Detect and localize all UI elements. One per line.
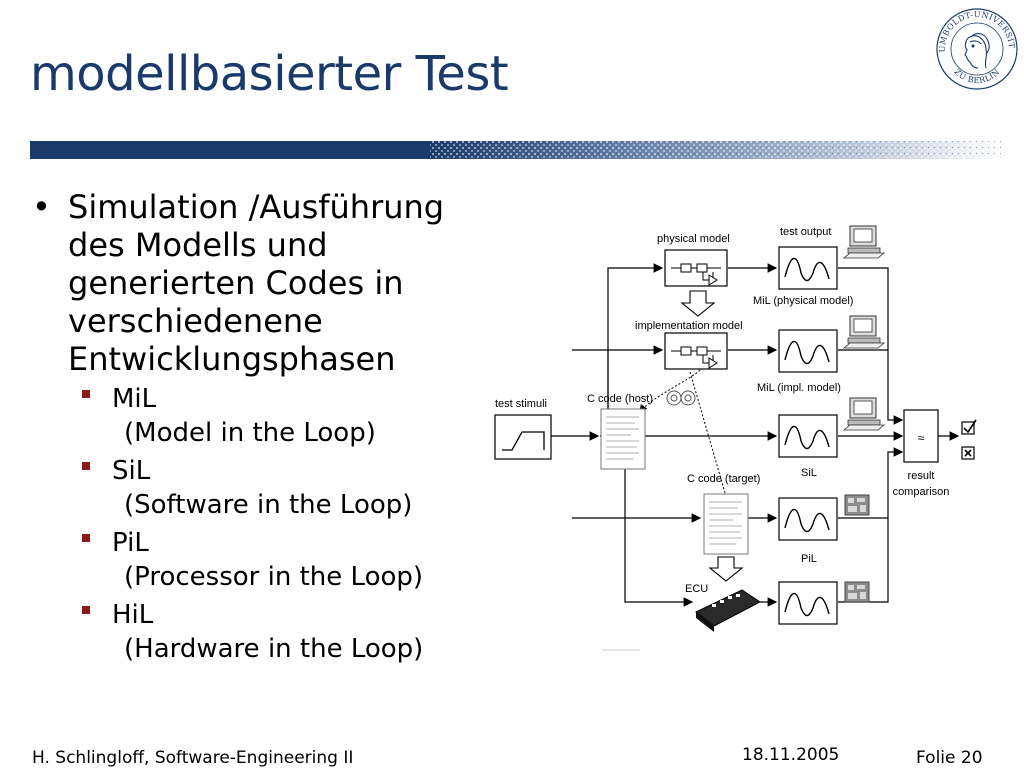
computer-icon — [843, 315, 885, 349]
sub-bullet-detail: (Processor in the Loop) — [124, 562, 424, 592]
sub-bullet-detail: (Model in the Loop) — [124, 418, 376, 448]
square-bullet-icon — [82, 462, 90, 470]
pass-check-icon — [961, 419, 977, 435]
down-arrow-icon — [680, 290, 716, 317]
square-bullet-icon — [82, 534, 90, 542]
sub-bullet-sil: SiL (Software in the Loop) — [32, 454, 492, 522]
square-bullet-icon — [82, 606, 90, 614]
sub-bullet-mil: MiL (Model in the Loop) — [32, 382, 492, 450]
label-comparison: comparison — [893, 486, 950, 498]
computer-icon — [843, 225, 885, 259]
main-bullet-text: Simulation /Ausführung des Modells und g… — [68, 188, 445, 378]
scope-mil-impl — [778, 329, 838, 373]
sub-bullet-hil: HiL (Hardware in the Loop) — [32, 598, 492, 666]
slide-title: modellbasierter Test — [30, 46, 509, 102]
c-code-host-page — [600, 408, 646, 470]
main-bullet: • Simulation /Ausführung des Modells und… — [32, 188, 492, 378]
scope-mil-physical — [778, 246, 838, 290]
svg-text:HUMBOLDT-UNIVERSITÄT: HUMBOLDT-UNIVERSITÄT — [934, 6, 1016, 52]
footer-date: 18.11.2005 — [742, 745, 840, 765]
sub-bullet-label: SiL — [112, 456, 151, 486]
sub-bullet-label: MiL — [112, 384, 157, 414]
label-pil: PiL — [801, 553, 817, 565]
label-test-stimuli: test stimuli — [495, 398, 547, 410]
square-bullet-icon — [82, 390, 90, 398]
seal-ring-top: HUMBOLDT-UNIVERSITÄT — [934, 6, 1016, 52]
footer-slide-number: Folie 20 — [916, 748, 983, 768]
label-c-code-target: C code (target) — [687, 473, 760, 485]
label-physical-model: physical model — [657, 233, 730, 245]
label-sil: SiL — [801, 467, 817, 479]
sub-bullet-detail: (Software in the Loop) — [124, 490, 413, 520]
down-arrow-icon — [708, 556, 744, 582]
footer-author: H. Schlingloff, Software-Engineering II — [32, 748, 354, 768]
c-code-target-page — [703, 493, 749, 555]
bullet-list: • Simulation /Ausführung des Modells und… — [32, 188, 492, 666]
sub-bullet-label: HiL — [112, 600, 154, 630]
label-test-output: test output — [780, 226, 831, 238]
physical-model-block — [664, 249, 728, 287]
sub-bullet-pil: PiL (Processor in the Loop) — [32, 526, 492, 594]
scope-sil — [778, 414, 838, 458]
test-loop-diagram: ≈ test output physical model MiL (physic… — [494, 225, 977, 651]
scope-pil — [778, 497, 838, 541]
circuit-board-icon — [844, 494, 870, 516]
ecu-chip-icon — [695, 589, 761, 632]
label-mil-impl: MiL (impl. model) — [757, 382, 841, 394]
label-mil-physical: MiL (physical model) — [753, 295, 853, 307]
label-result: result — [908, 470, 935, 482]
label-ecu: ECU — [685, 583, 708, 595]
scope-hil — [778, 581, 838, 625]
code-generation-arrow — [639, 369, 701, 413]
implementation-model-block — [664, 332, 728, 370]
label-c-code-host: C code (host) — [587, 393, 653, 405]
sub-bullet-label: PiL — [112, 528, 149, 558]
portrait-icon — [964, 33, 990, 69]
approx-symbol: ≈ — [918, 431, 925, 445]
test-stimuli-block — [494, 414, 552, 460]
circuit-board-icon — [844, 581, 870, 603]
result-comparison-block — [903, 409, 939, 463]
fail-cross-icon — [961, 446, 975, 460]
university-seal-logo: HUMBOLDT-UNIVERSITÄT ZU BERLIN — [934, 6, 1018, 90]
label-implementation-model: implementation model — [635, 320, 743, 332]
computer-icon — [843, 397, 885, 431]
gear-icon — [666, 390, 696, 406]
bullet-dot-icon: • — [32, 188, 51, 226]
svg-text:ZU BERLIN: ZU BERLIN — [952, 67, 1001, 85]
sub-bullet-detail: (Hardware in the Loop) — [124, 634, 424, 664]
header-band — [30, 141, 1005, 159]
seal-ring-bottom: ZU BERLIN — [952, 67, 1001, 85]
